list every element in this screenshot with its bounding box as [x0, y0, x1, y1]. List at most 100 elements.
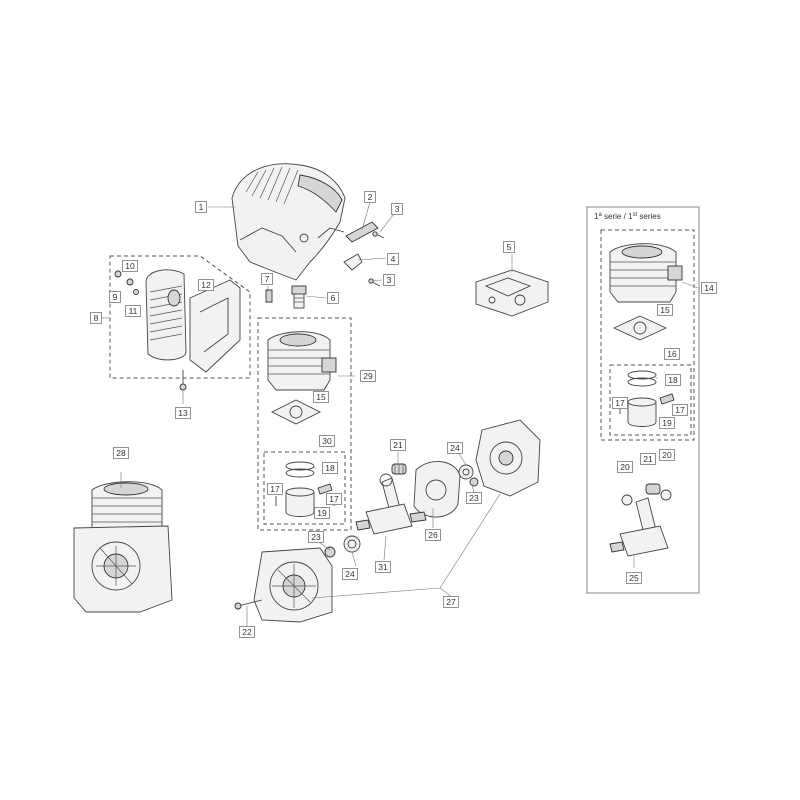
part-label-box	[657, 304, 673, 316]
series-cylinder-gasket-part	[612, 315, 668, 341]
cover-clip-part	[345, 221, 379, 243]
part-label-text: 19	[662, 418, 672, 428]
part-label-28[interactable]: 28	[113, 447, 129, 459]
part-label-text: 6	[331, 293, 336, 303]
part-label-20b[interactable]: 20	[659, 449, 675, 461]
piston-part	[275, 483, 335, 517]
part-label-text: 25	[629, 573, 639, 583]
part-label-box	[327, 292, 339, 304]
part-label-box	[503, 241, 515, 253]
part-label-20a[interactable]: 20	[617, 461, 633, 473]
part-label-16[interactable]: 16	[664, 348, 680, 360]
part-label-box	[664, 348, 680, 360]
part-label-text: 17	[270, 484, 280, 494]
bearing-part	[343, 464, 474, 553]
spark-plug-part	[291, 285, 307, 309]
part-label-box	[447, 442, 463, 454]
part-label-3b[interactable]: 3	[383, 274, 395, 286]
part-label-text: 2	[368, 192, 373, 202]
part-label-14[interactable]: 14	[701, 282, 717, 294]
part-label-text: 19	[317, 508, 327, 518]
part-label-13[interactable]: 13	[175, 407, 191, 419]
engine-block-part	[73, 481, 173, 613]
part-label-17d[interactable]: 17	[672, 404, 688, 416]
part-label-29[interactable]: 29	[360, 370, 376, 382]
part-label-text: 5	[507, 242, 512, 252]
part-label-box	[626, 572, 642, 584]
part-label-26[interactable]: 26	[425, 529, 441, 541]
part-label-15b[interactable]: 15	[657, 304, 673, 316]
part-label-23a[interactable]: 23	[308, 531, 324, 543]
part-label-text: 24	[450, 443, 460, 453]
part-label-15a[interactable]: 15	[313, 391, 329, 403]
part-label-19a[interactable]: 19	[314, 507, 330, 519]
part-label-text: 20	[620, 462, 630, 472]
part-label-11[interactable]: 11	[125, 305, 141, 317]
part-label-text: 8	[94, 313, 99, 323]
part-label-box	[390, 439, 406, 451]
part-label-box	[659, 417, 675, 429]
part-label-3a[interactable]: 3	[391, 203, 403, 215]
part-label-box	[342, 568, 358, 580]
part-label-box	[617, 461, 633, 473]
series-cylinder-part	[609, 243, 683, 303]
part-label-text: 11	[129, 306, 138, 316]
part-label-text: 15	[660, 305, 670, 315]
part-label-box	[267, 483, 283, 495]
small-bolt-part	[265, 289, 273, 303]
needle-bearing-part	[391, 463, 407, 475]
part-label-7[interactable]: 7	[261, 273, 273, 285]
part-label-21a[interactable]: 21	[390, 439, 406, 451]
part-label-30[interactable]: 30	[319, 435, 335, 447]
part-label-18b[interactable]: 18	[665, 374, 681, 386]
part-label-box	[261, 273, 273, 285]
part-label-27[interactable]: 27	[443, 596, 459, 608]
part-label-6[interactable]: 6	[327, 292, 339, 304]
bracket-part	[343, 253, 363, 271]
part-label-24b[interactable]: 24	[342, 568, 358, 580]
part-label-22[interactable]: 22	[239, 626, 255, 638]
part-label-21b[interactable]: 21	[640, 453, 656, 465]
first-series-title: 1a serie / 1st series	[594, 212, 661, 221]
part-label-text: 26	[428, 530, 438, 540]
part-label-18a[interactable]: 18	[322, 462, 338, 474]
part-label-box	[90, 312, 102, 324]
part-label-box	[113, 447, 129, 459]
part-label-box	[665, 374, 681, 386]
part-label-text: 12	[201, 280, 211, 290]
cylinder-kit-outline	[257, 317, 352, 531]
part-label-box	[175, 407, 191, 419]
part-label-text: 9	[113, 292, 118, 302]
part-label-5[interactable]: 5	[503, 241, 515, 253]
part-label-10[interactable]: 10	[122, 260, 138, 272]
part-label-text: 20	[662, 450, 672, 460]
part-label-box	[198, 279, 214, 291]
parts	[73, 163, 683, 623]
part-label-box	[319, 435, 335, 447]
part-label-19b[interactable]: 19	[659, 417, 675, 429]
part-label-23b[interactable]: 23	[466, 492, 482, 504]
part-label-8[interactable]: 8	[90, 312, 102, 324]
part-label-17b[interactable]: 17	[326, 493, 342, 505]
part-label-text: 1	[199, 202, 204, 212]
piston-kit-outline	[263, 451, 346, 525]
part-label-box	[109, 291, 121, 303]
part-label-24a[interactable]: 24	[447, 442, 463, 454]
part-label-12[interactable]: 12	[198, 279, 214, 291]
part-label-box	[313, 391, 329, 403]
series-cylinder-kit-outline	[600, 229, 695, 441]
part-label-17c[interactable]: 17	[612, 397, 628, 409]
part-label-9[interactable]: 9	[109, 291, 121, 303]
part-label-2[interactable]: 2	[364, 191, 376, 203]
part-label-31[interactable]: 31	[375, 561, 391, 573]
part-label-box	[360, 370, 376, 382]
part-label-4[interactable]: 4	[387, 253, 399, 265]
part-label-box	[443, 596, 459, 608]
series-piston-kit-outline	[609, 364, 692, 436]
part-label-17a[interactable]: 17	[267, 483, 283, 495]
crankshaft-part	[355, 473, 427, 535]
part-label-box	[195, 201, 207, 213]
part-label-1[interactable]: 1	[195, 201, 207, 213]
part-label-25[interactable]: 25	[626, 572, 642, 584]
